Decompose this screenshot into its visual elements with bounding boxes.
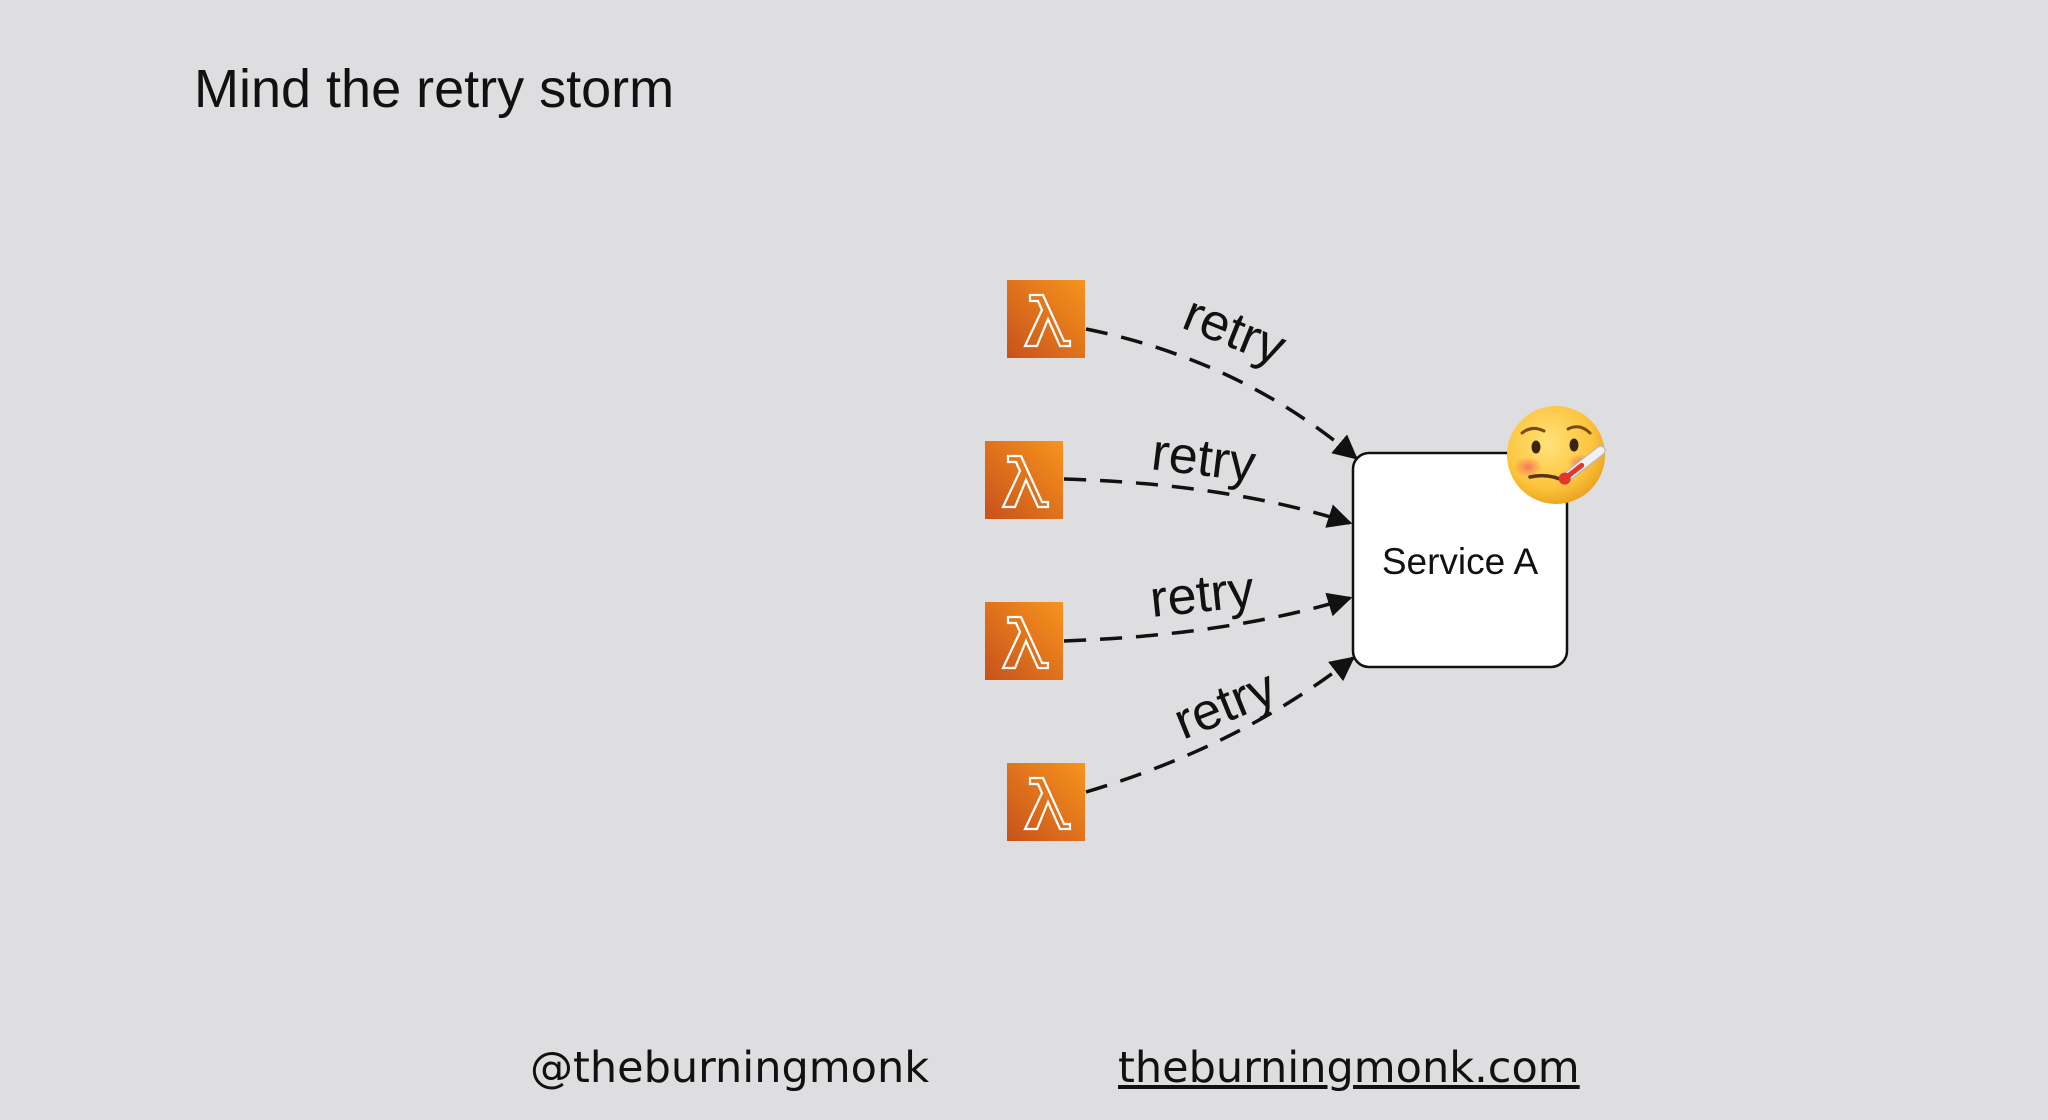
aws-lambda-icon xyxy=(1007,280,1085,358)
retry-label-3: retry xyxy=(1147,560,1256,629)
aws-lambda-icon xyxy=(1007,763,1085,841)
lambda-client-2 xyxy=(985,441,1063,519)
slide-title: Mind the retry storm xyxy=(194,59,675,119)
service-a-node: Service A xyxy=(1351,451,1569,669)
lambda-client-1 xyxy=(1007,280,1085,358)
lambda-symbol xyxy=(1023,776,1072,831)
retry-edge-1 xyxy=(1085,327,1358,460)
retry-edge-2 xyxy=(1063,477,1353,528)
lambda-symbol xyxy=(1001,454,1050,509)
service-box xyxy=(1351,451,1569,669)
aws-lambda-icon xyxy=(985,441,1063,519)
lambda-client-4 xyxy=(1007,763,1085,841)
retry-edge-4 xyxy=(1085,656,1355,794)
retry-edge-3 xyxy=(1063,592,1353,643)
retry-label-2: retry xyxy=(1149,423,1259,493)
face-with-thermometer-icon xyxy=(1507,406,1606,504)
lambda-client-3 xyxy=(985,602,1063,680)
footer-website-link[interactable]: theburningmonk.com xyxy=(1118,1043,1580,1093)
retry-label-1: retry xyxy=(1176,284,1294,377)
aws-lambda-icon xyxy=(985,602,1063,680)
lambda-symbol xyxy=(1001,615,1050,670)
lambda-symbol xyxy=(1023,293,1072,348)
service-label: Service A xyxy=(1382,541,1539,582)
footer-twitter-handle: @theburningmonk xyxy=(530,1043,930,1093)
